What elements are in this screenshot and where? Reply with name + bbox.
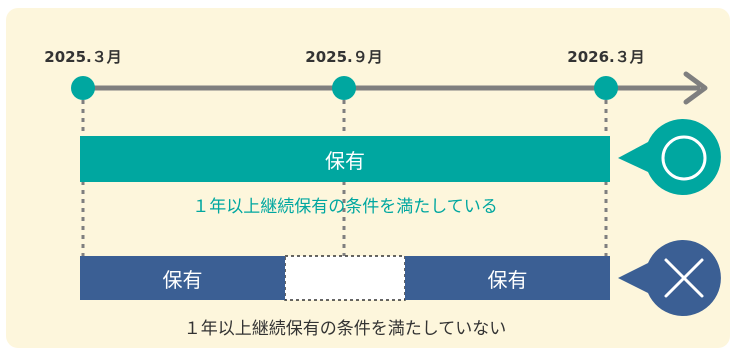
holding-bar-left: 保有 (80, 256, 285, 300)
holding-bar-left-label: 保有 (162, 267, 203, 292)
timeline-node-3 (594, 76, 618, 100)
gap-box (284, 255, 406, 301)
ng-bubble (618, 239, 721, 317)
holding-bar-continuous: 保有 (80, 136, 610, 182)
date-label-mid: 2025.９月 (305, 48, 383, 66)
circle-mark-icon (661, 135, 707, 181)
date-label-end: 2026.３月 (567, 48, 645, 66)
timeline-arrowhead (683, 71, 708, 105)
holding-bar-right-label: 保有 (487, 267, 528, 292)
ng-caption: １年以上継続保有の条件を満たしていない (183, 319, 507, 339)
holding-bar-right: 保有 (405, 256, 610, 300)
timeline-node-2 (332, 76, 356, 100)
holding-bar-label: 保有 (325, 148, 365, 173)
cross-mark-icon (664, 258, 704, 298)
date-label-start: 2025.３月 (44, 48, 122, 66)
timeline-node-1 (71, 76, 95, 100)
ok-caption: １年以上継続保有の条件を満たしている (192, 197, 498, 217)
